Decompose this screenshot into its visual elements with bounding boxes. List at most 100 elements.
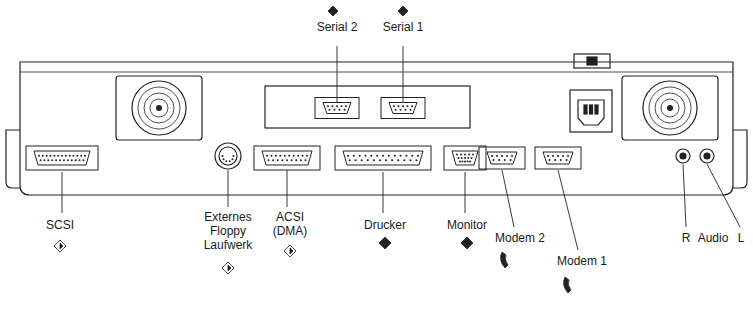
leader-line bbox=[228, 170, 229, 207]
port-label: Audio bbox=[698, 231, 729, 245]
connector-pin bbox=[506, 155, 508, 157]
connector-pin bbox=[69, 155, 71, 157]
connector-pin bbox=[61, 155, 63, 157]
fan-left-ring bbox=[132, 81, 186, 135]
grille-ring bbox=[655, 93, 685, 123]
grille-ring bbox=[138, 87, 180, 129]
case-edge bbox=[20, 72, 733, 73]
connector-pin bbox=[458, 157, 460, 159]
power-pin bbox=[584, 105, 587, 114]
port-label: Modem 1 bbox=[557, 254, 607, 268]
d-sub-connector bbox=[335, 146, 431, 170]
connector-pin bbox=[416, 159, 418, 161]
port-label: ACSI (DMA) bbox=[269, 210, 311, 238]
port-label: L bbox=[738, 231, 745, 245]
connector-pin bbox=[55, 159, 57, 161]
connector-pin bbox=[402, 105, 404, 107]
connector-pin bbox=[277, 159, 279, 161]
connector-pin bbox=[59, 159, 61, 161]
din-pin bbox=[229, 160, 231, 162]
port-icons bbox=[54, 6, 571, 293]
connector-pin bbox=[327, 105, 329, 107]
connector-pin bbox=[293, 155, 295, 157]
port-label: Externes Floppy Laufwerk bbox=[198, 210, 258, 252]
port-label: SCSI bbox=[46, 218, 74, 232]
connector-pin bbox=[365, 155, 367, 157]
port-icon bbox=[228, 265, 231, 271]
fan-grilles bbox=[138, 87, 691, 129]
connector-pin bbox=[382, 155, 384, 157]
connector-face bbox=[343, 151, 423, 165]
connector-pin bbox=[291, 159, 293, 161]
connector-pin bbox=[460, 154, 462, 156]
connector-pin bbox=[268, 159, 270, 161]
floppy-din-socket bbox=[215, 143, 241, 169]
port-label: R bbox=[682, 231, 691, 245]
connector-face bbox=[262, 151, 312, 165]
connector-pin bbox=[40, 159, 42, 161]
audio-jack-right bbox=[676, 149, 690, 163]
connector-pin bbox=[498, 159, 500, 161]
connector-pin bbox=[47, 159, 49, 161]
connector-pin bbox=[491, 155, 493, 157]
connector-pin bbox=[75, 159, 77, 161]
leader-line bbox=[502, 170, 514, 227]
connector-pin bbox=[566, 159, 568, 161]
connector-pin bbox=[266, 155, 268, 157]
connector-pin bbox=[305, 159, 307, 161]
connector-pin bbox=[552, 155, 554, 157]
connector-pin bbox=[393, 105, 395, 107]
leader-line bbox=[707, 164, 740, 227]
connector-pin bbox=[464, 154, 466, 156]
leader-line bbox=[62, 172, 63, 213]
connector-face bbox=[34, 151, 90, 165]
connector-pin bbox=[341, 105, 343, 107]
connector-pin bbox=[80, 155, 82, 157]
connector-pin bbox=[286, 159, 288, 161]
connector-pin bbox=[295, 159, 297, 161]
port-icon bbox=[461, 237, 473, 249]
connector-pin bbox=[84, 155, 86, 157]
port-label: Serial 1 bbox=[383, 20, 424, 34]
connector-pin bbox=[65, 155, 67, 157]
connector-pin bbox=[409, 159, 411, 161]
connector-pin bbox=[467, 157, 469, 159]
connector-pin bbox=[270, 155, 272, 157]
connector-pin bbox=[464, 157, 466, 159]
connector-pin bbox=[373, 159, 375, 161]
connector-pin bbox=[391, 159, 393, 161]
connector-pin bbox=[400, 155, 402, 157]
connector-face bbox=[389, 103, 417, 114]
audio-jack-hole bbox=[680, 153, 686, 159]
d-sub-connector bbox=[479, 147, 525, 169]
connector-pin bbox=[344, 109, 346, 111]
connector-pin bbox=[73, 155, 75, 157]
power-switch-rocker bbox=[587, 57, 597, 65]
connector-pin bbox=[379, 159, 381, 161]
fan-left bbox=[116, 76, 202, 140]
din-pin bbox=[222, 155, 224, 157]
power-switch bbox=[574, 54, 610, 68]
audio-jack-hole bbox=[704, 153, 710, 159]
port-label: Drucker bbox=[364, 218, 406, 232]
connector-pin bbox=[504, 159, 506, 161]
connector-pin bbox=[468, 154, 470, 156]
connector-pin bbox=[339, 109, 341, 111]
connector-shell bbox=[254, 146, 320, 170]
port-icon bbox=[222, 262, 234, 274]
connector-pin bbox=[332, 105, 334, 107]
connector-pin bbox=[496, 155, 498, 157]
connector-pin bbox=[467, 161, 469, 163]
power-socket-inner bbox=[578, 100, 604, 125]
fan-right-ring bbox=[643, 81, 697, 135]
connector-pin bbox=[395, 109, 397, 111]
grille-ring bbox=[661, 99, 679, 117]
leader-line bbox=[683, 164, 686, 227]
connector-pin bbox=[557, 155, 559, 157]
connector-shell bbox=[535, 147, 581, 169]
connector-pin bbox=[279, 155, 281, 157]
port-icon bbox=[328, 6, 338, 16]
connector-shell bbox=[444, 146, 486, 170]
connector-pin bbox=[57, 155, 59, 157]
connector-pin bbox=[359, 155, 361, 157]
